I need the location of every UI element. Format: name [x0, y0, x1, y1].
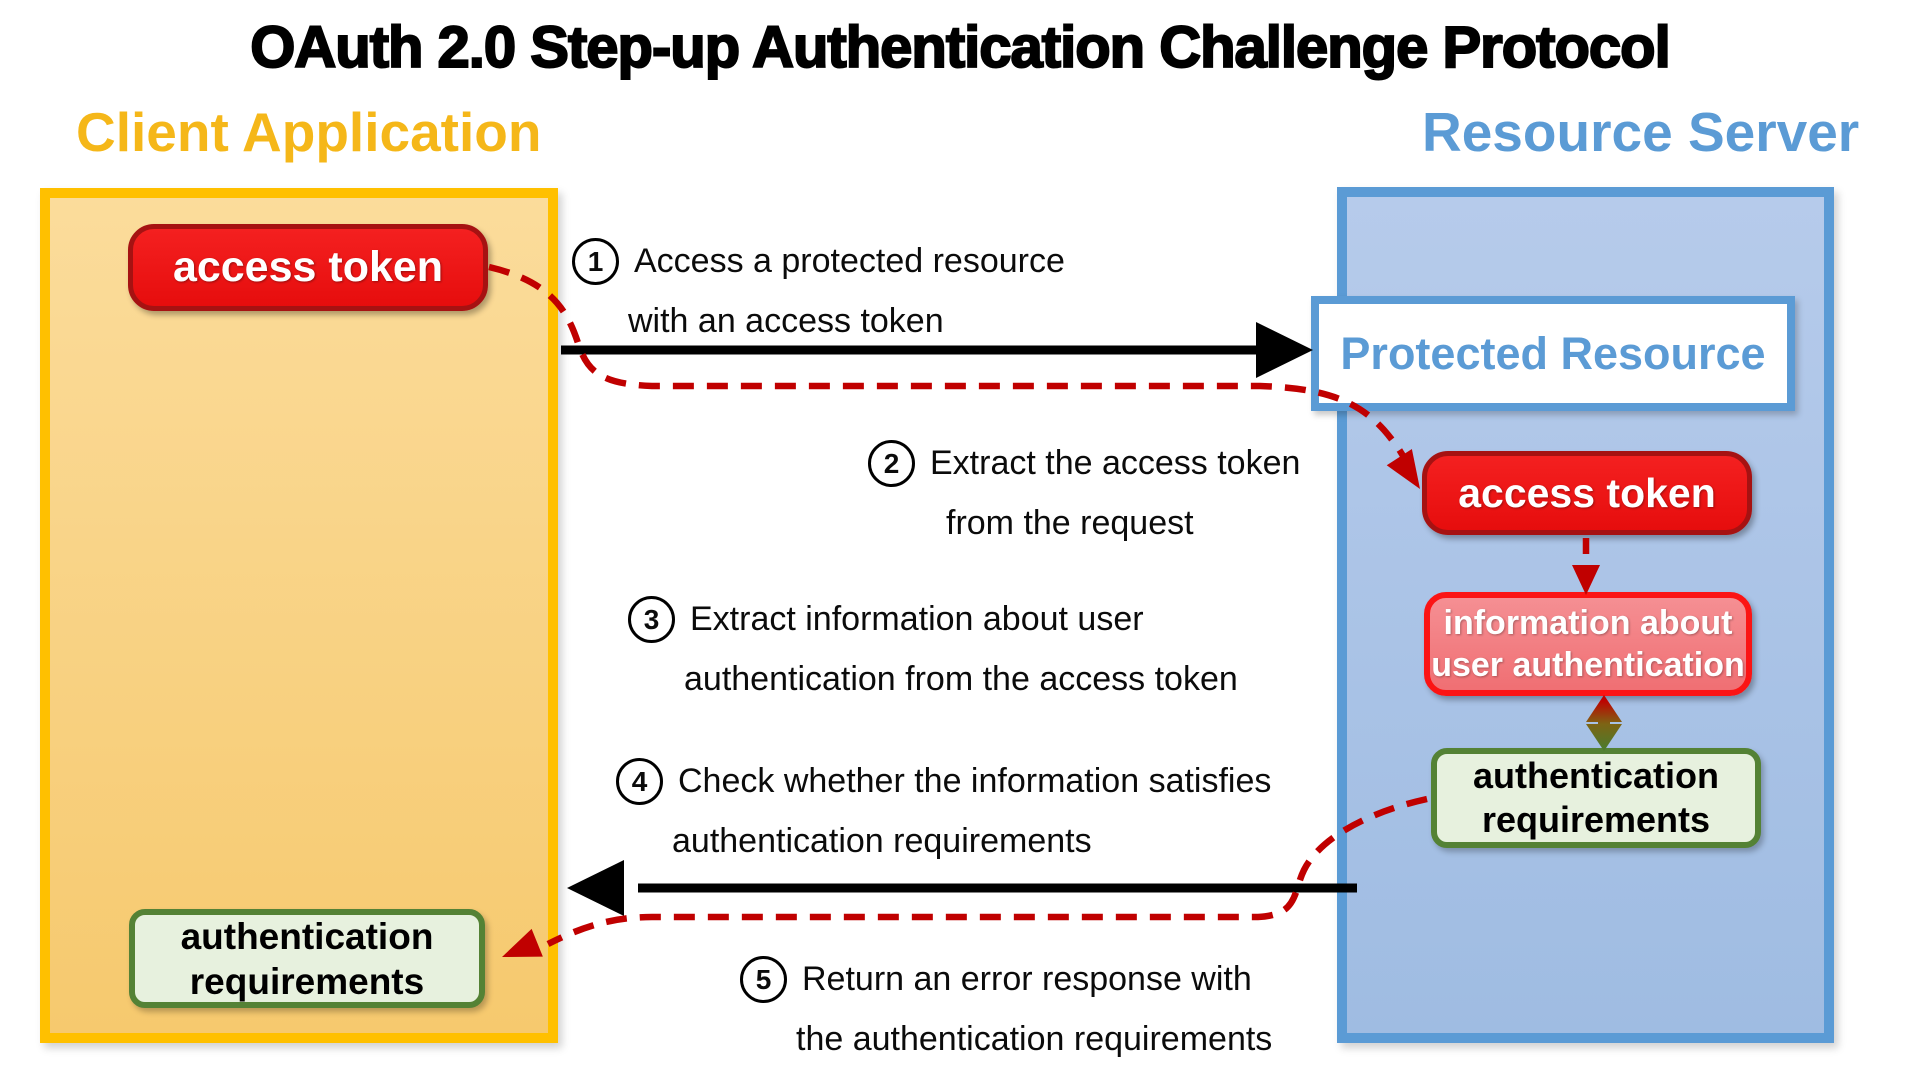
protected-resource-box: Protected Resource [1311, 296, 1795, 411]
server-access-token-box: access token [1422, 451, 1752, 535]
server-auth-requirements-box: authentication requirements [1431, 748, 1761, 848]
step-1-text: 1 Access a protected resource with an ac… [572, 238, 1065, 341]
client-application-label: Client Application [76, 101, 542, 163]
client-auth-requirements-line1: authentication [180, 915, 434, 957]
step-2-text: 2 Extract the access token from the requ… [868, 440, 1300, 543]
step-3-text: 3 Extract information about user authent… [628, 596, 1238, 699]
step-3-number-icon: 3 [628, 596, 675, 643]
client-auth-requirements-box: authentication requirements [129, 909, 485, 1008]
step-5-number-icon: 5 [740, 956, 787, 1003]
step-4-text: 4 Check whether the information satisfie… [616, 758, 1271, 861]
info-box-line2: user authentication [1431, 646, 1745, 684]
server-auth-requirements-line2: requirements [1481, 799, 1711, 840]
client-access-token-box: access token [128, 224, 488, 311]
step-5-text: 5 Return an error response with the auth… [740, 956, 1272, 1059]
info-box-line1: information about [1443, 604, 1733, 642]
response-arrow [567, 860, 1357, 916]
page-title: OAuth 2.0 Step-up Authentication Challen… [249, 14, 1671, 81]
client-auth-requirements-line2: requirements [189, 960, 425, 1002]
client-application-box [40, 188, 558, 1043]
step-2-number-icon: 2 [868, 440, 915, 487]
step-4-number-icon: 4 [616, 758, 663, 805]
resource-server-label: Resource Server [1422, 101, 1860, 163]
server-auth-requirements-line1: authentication [1472, 755, 1719, 796]
step-1-number-icon: 1 [572, 238, 619, 285]
user-authentication-info-box: information about user authentication [1424, 592, 1752, 696]
